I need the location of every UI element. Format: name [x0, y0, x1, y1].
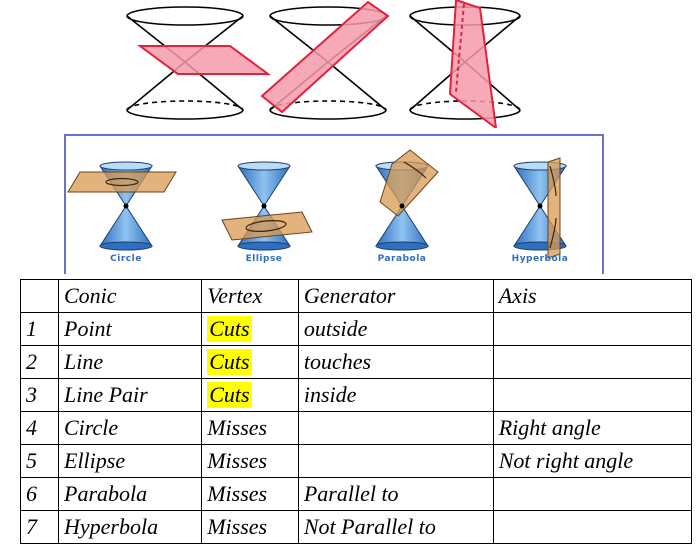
ellipse-cone: [221, 161, 313, 251]
row-number: 2: [20, 345, 59, 379]
vertex-cell: Cuts: [201, 345, 299, 379]
generator-cell: inside: [297, 378, 494, 412]
caption-ellipse: Ellipse: [245, 254, 283, 264]
vertex-cell: Cuts: [201, 312, 299, 346]
row-number: 6: [20, 477, 59, 511]
header-conic: Conic: [57, 279, 203, 313]
conic-cell: Point: [57, 312, 203, 346]
caption-hyperbola: Hyperbola: [511, 254, 569, 264]
generator-cell: Parallel to: [297, 477, 494, 511]
header-generator: Generator: [297, 279, 494, 313]
row-number: 5: [20, 444, 59, 478]
highlighted-text: Cuts: [207, 382, 252, 408]
axis-cell: [492, 378, 693, 412]
table-row: 4 Circle Misses Right angle: [20, 411, 693, 445]
hyperbola-cone: [513, 157, 567, 259]
row-number: 1: [20, 312, 59, 346]
generator-cell: outside: [297, 312, 494, 346]
conic-cell: Ellipse: [57, 444, 203, 478]
vertex-cell: Misses: [201, 444, 299, 478]
table-header-row: Conic Vertex Generator Axis: [20, 279, 693, 313]
axis-cell: Not right angle: [492, 444, 693, 478]
conic-cell: Line: [57, 345, 203, 379]
generator-cell: [297, 444, 494, 478]
table-row: 1 Point Cuts outside: [20, 312, 693, 346]
vertex-cell: Misses: [201, 510, 299, 544]
highlighted-text: Cuts: [207, 316, 252, 342]
degenerate-conics-figure: [126, 0, 521, 128]
table-row: 6 Parabola Misses Parallel to: [20, 477, 693, 511]
caption-parabola: Parabola: [377, 254, 427, 264]
plane-tangent: [260, 0, 390, 114]
vertex-cell: Misses: [201, 411, 299, 445]
table-row: 3 Line Pair Cuts inside: [20, 378, 693, 412]
generator-cell: Not Parallel to: [297, 510, 494, 544]
circle-cone: [67, 161, 177, 251]
axis-cell: Right angle: [492, 411, 693, 445]
generator-cell: [297, 411, 494, 445]
table-row: 7 Hyperbola Misses Not Parallel to: [20, 510, 693, 544]
conics-table: Conic Vertex Generator Axis 1 Point Cuts…: [20, 279, 693, 544]
conic-sections-panel: Circle Ellipse Parabola Hyperbola: [64, 134, 604, 274]
header-axis: Axis: [492, 279, 693, 313]
plane-horizontal: [136, 45, 272, 75]
conic-cell: Parabola: [57, 477, 203, 511]
row-number: 4: [20, 411, 59, 445]
header-number: [20, 279, 59, 313]
plane-vertical: [448, 0, 498, 128]
row-number: 7: [20, 510, 59, 544]
parabola-cone: [375, 149, 439, 251]
highlighted-text: Cuts: [207, 349, 252, 375]
axis-cell: [492, 477, 693, 511]
table-row: 5 Ellipse Misses Not right angle: [20, 444, 693, 478]
header-vertex: Vertex: [201, 279, 299, 313]
axis-cell: [492, 312, 693, 346]
generator-cell: touches: [297, 345, 494, 379]
conic-cell: Hyperbola: [57, 510, 203, 544]
axis-cell: [492, 510, 693, 544]
table-row: 2 Line Cuts touches: [20, 345, 693, 379]
conic-cell: Circle: [57, 411, 203, 445]
conic-sections-figure: [67, 149, 567, 259]
row-number: 3: [20, 378, 59, 412]
axis-cell: [492, 345, 693, 379]
conic-cell: Line Pair: [57, 378, 203, 412]
vertex-cell: Cuts: [201, 378, 299, 412]
caption-circle: Circle: [110, 254, 142, 264]
vertex-cell: Misses: [201, 477, 299, 511]
